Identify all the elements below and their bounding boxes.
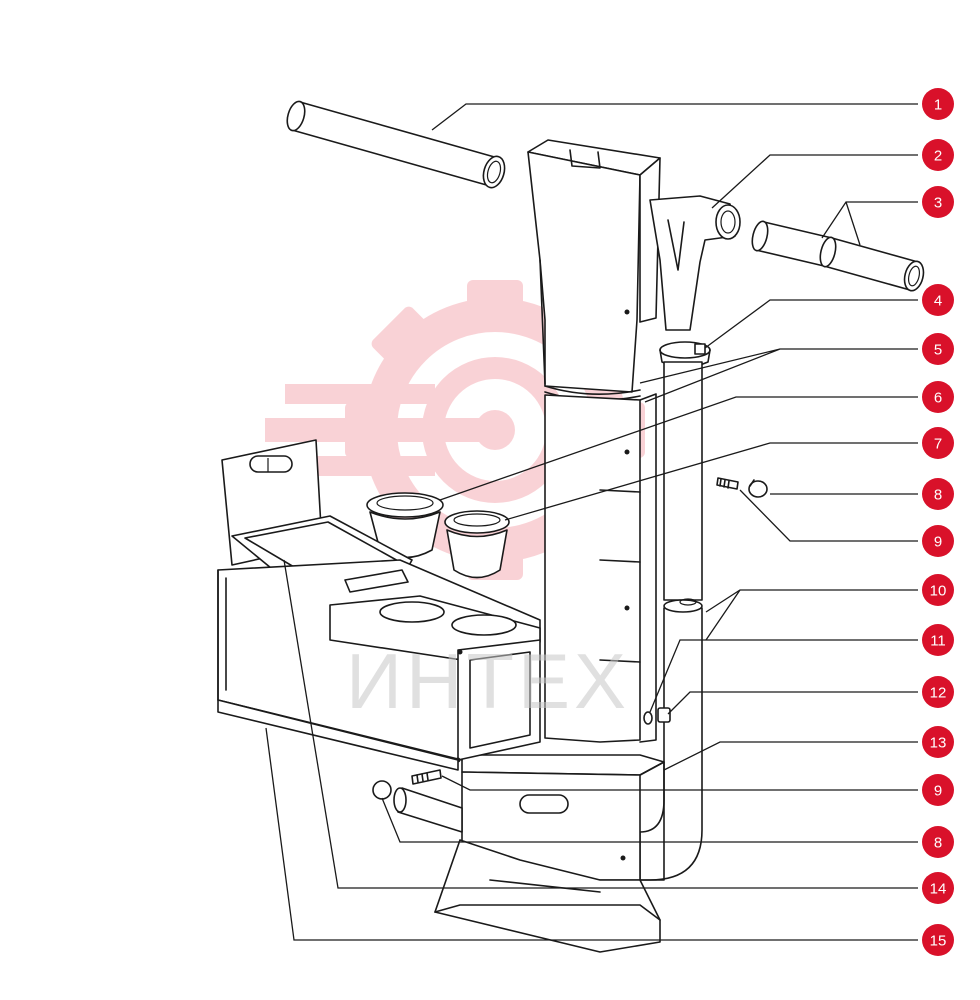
part-1-tube bbox=[286, 100, 506, 189]
callout-badge-8: 8 bbox=[922, 478, 954, 510]
callout-circle bbox=[922, 478, 954, 510]
callout-circle bbox=[922, 139, 954, 171]
callout-badge-3: 3 bbox=[922, 186, 954, 218]
callout-badge-15: 15 bbox=[922, 924, 954, 956]
callout-number: 3 bbox=[934, 195, 942, 212]
callout-circle bbox=[922, 924, 954, 956]
callout-badge-9: 9 bbox=[922, 525, 954, 557]
side-tube-left bbox=[393, 787, 463, 833]
callout-badge-9: 9 bbox=[922, 774, 954, 806]
callout-circle bbox=[922, 774, 954, 806]
callout-number: 9 bbox=[934, 783, 942, 800]
callout-number: 6 bbox=[934, 390, 942, 407]
callout-badge-14: 14 bbox=[922, 872, 954, 904]
watermark-text: ИНТЕХ bbox=[346, 637, 630, 725]
callout-number: 15 bbox=[930, 933, 947, 950]
callout-badge-6: 6 bbox=[922, 381, 954, 413]
callout-badge-8: 8 bbox=[922, 826, 954, 858]
callout-number: 12 bbox=[930, 685, 947, 702]
part-15-foot bbox=[434, 839, 661, 953]
callout-circle bbox=[922, 333, 954, 365]
callout-number: 11 bbox=[930, 633, 946, 650]
central-column bbox=[527, 139, 661, 743]
part-9-screw-left bbox=[411, 769, 442, 785]
part-12-nut bbox=[657, 707, 671, 723]
callout-circle bbox=[922, 284, 954, 316]
callout-number: 14 bbox=[930, 881, 947, 898]
part-14-tray-housing bbox=[217, 439, 541, 771]
part-3-tubes bbox=[751, 220, 925, 292]
part-8-cap-left bbox=[372, 780, 392, 800]
callout-circle bbox=[922, 624, 954, 656]
callout-badge-12: 12 bbox=[922, 676, 954, 708]
part-2-elbow bbox=[649, 195, 741, 331]
callout-circle bbox=[922, 676, 954, 708]
part-11-washer bbox=[643, 711, 653, 725]
callout-number: 4 bbox=[934, 293, 942, 310]
callout-circle bbox=[922, 186, 954, 218]
leader-lines bbox=[265, 103, 918, 941]
callout-circle bbox=[922, 525, 954, 557]
callout-badge-10: 10 bbox=[922, 574, 954, 606]
part-13-base-column bbox=[461, 754, 665, 881]
callout-badge-4: 4 bbox=[922, 284, 954, 316]
part-10-pipe bbox=[639, 361, 703, 881]
callout-number: 9 bbox=[934, 534, 942, 551]
callout-badge-5: 5 bbox=[922, 333, 954, 365]
drawing bbox=[217, 100, 925, 953]
callout-number: 7 bbox=[934, 436, 942, 453]
callout-badge-13: 13 bbox=[922, 726, 954, 758]
callout-circle bbox=[922, 726, 954, 758]
callout-badge-2: 2 bbox=[922, 139, 954, 171]
callout-circle bbox=[922, 427, 954, 459]
part-8-cap-right bbox=[748, 479, 768, 498]
callout-circle bbox=[922, 574, 954, 606]
callout-badge-1: 1 bbox=[922, 88, 954, 120]
callout-badge-11: 11 bbox=[922, 624, 954, 656]
callout-number: 10 bbox=[930, 583, 947, 600]
callout-number: 1 bbox=[934, 97, 942, 114]
callout-circle bbox=[922, 381, 954, 413]
callout-number: 2 bbox=[934, 148, 942, 165]
callout-number: 8 bbox=[934, 835, 942, 852]
callout-circle bbox=[922, 872, 954, 904]
part-9-screw-right bbox=[716, 477, 739, 490]
part-7-cup bbox=[444, 510, 510, 579]
callout-circle bbox=[922, 826, 954, 858]
callout-number: 13 bbox=[930, 735, 947, 752]
callout-number: 8 bbox=[934, 487, 942, 504]
callout-number: 5 bbox=[934, 342, 942, 359]
callout-circle bbox=[922, 88, 954, 120]
callout-badge-7: 7 bbox=[922, 427, 954, 459]
